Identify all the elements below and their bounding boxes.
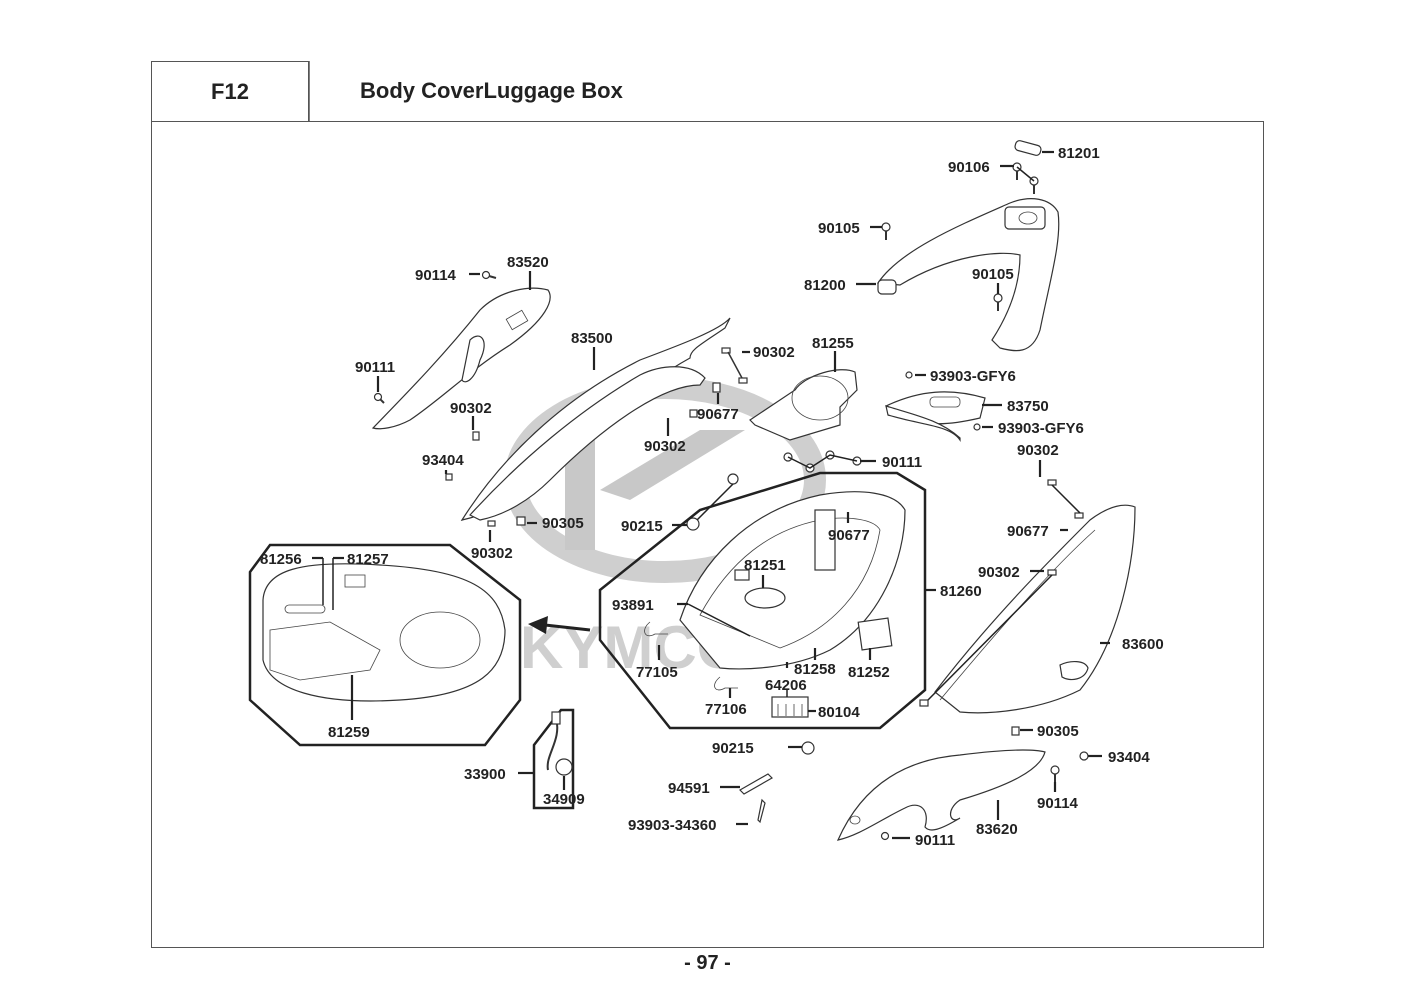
clips-83500 — [445, 347, 748, 527]
callout-94591: 94591 — [668, 780, 710, 797]
callout-81201: 81201 — [1058, 145, 1100, 162]
plate-81255 — [749, 369, 858, 441]
callout-90215-b: 90215 — [712, 740, 754, 757]
callout-34909: 34909 — [543, 791, 585, 808]
page-number: - 97 - — [684, 952, 731, 974]
page-title: Body CoverLuggage Box — [360, 78, 623, 103]
callout-90105-b: 90105 — [972, 266, 1014, 283]
callout-90302-a: 90302 — [753, 344, 795, 361]
callout-93891: 93891 — [612, 597, 654, 614]
callout-77106: 77106 — [705, 701, 747, 718]
side-rail-cover-83520 — [371, 287, 551, 430]
callout-93903-gfy6-b: 93903-GFY6 — [998, 420, 1084, 437]
callout-81259: 81259 — [328, 724, 370, 741]
screws-93903-gfy6 — [905, 371, 981, 431]
seat-inset-outline — [248, 543, 522, 747]
side-cover-83500 — [460, 317, 731, 521]
caps-90215 — [686, 473, 815, 755]
screw-90111-top — [373, 392, 385, 404]
callout-81251: 81251 — [744, 557, 786, 574]
callout-81258: 81258 — [794, 661, 836, 678]
callout-83600: 83600 — [1122, 636, 1164, 653]
callout-93903-gfy6-a: 93903-GFY6 — [930, 368, 1016, 385]
inset-arrow — [528, 616, 591, 634]
tool-94591 — [739, 773, 773, 824]
section-code-cell: F12 — [151, 61, 309, 121]
callout-90111-mid: 90111 — [882, 454, 922, 471]
callout-83500: 83500 — [571, 330, 613, 347]
callout-83750: 83750 — [1007, 398, 1049, 415]
callout-93404-left: 93404 — [422, 452, 464, 469]
seat-underside-81259 — [262, 563, 506, 702]
callout-90302-b: 90302 — [450, 400, 492, 417]
callout-90305-right: 90305 — [1037, 723, 1079, 740]
side-cover-83620 — [836, 749, 1046, 841]
luggage-box-81260 — [644, 491, 906, 718]
tail-cover-83750 — [885, 391, 986, 442]
bolt-90105-b — [993, 293, 1003, 311]
callout-90677-b: 90677 — [1007, 523, 1049, 540]
lamp-harness-33900 — [546, 711, 573, 776]
rear-carrier-part — [876, 198, 1060, 352]
callout-90111-bottom: 90111 — [915, 832, 955, 849]
callout-90105-a: 90105 — [818, 220, 860, 237]
screw-90114-top — [481, 270, 497, 280]
callout-90114-bottom: 90114 — [1037, 795, 1079, 812]
callout-90215-a: 90215 — [621, 518, 663, 535]
callout-81252: 81252 — [848, 664, 890, 681]
callout-80104: 80104 — [818, 704, 860, 721]
callout-33900: 33900 — [464, 766, 506, 783]
callout-90305-left: 90305 — [542, 515, 584, 532]
callout-90677-c: 90677 — [828, 527, 870, 544]
side-cover-83600 — [919, 479, 1136, 714]
callout-90302-d: 90302 — [471, 545, 513, 562]
callout-90111-top: 90111 — [355, 359, 395, 376]
callout-90114-top: 90114 — [415, 267, 457, 284]
callout-93903-34360: 93903-34360 — [628, 817, 716, 834]
carrier-cap-part — [1014, 140, 1042, 156]
callout-81257: 81257 — [347, 551, 389, 568]
callout-labels: 81201 90106 90105 81200 90105 83520 9011… — [260, 145, 1164, 849]
bolt-90105-a — [881, 222, 891, 240]
callout-81200: 81200 — [804, 277, 846, 294]
section-code: F12 — [211, 78, 249, 104]
fasteners-lower — [880, 726, 1089, 841]
diagram-frame — [151, 121, 1264, 948]
callout-90302-f: 90302 — [978, 564, 1020, 581]
callout-90302-c: 90302 — [644, 438, 686, 455]
callout-83620: 83620 — [976, 821, 1018, 838]
callout-81260: 81260 — [940, 583, 982, 600]
callout-90302-e: 90302 — [1017, 442, 1059, 459]
watermark-k-arm — [600, 430, 745, 500]
callout-90677-a: 90677 — [697, 406, 739, 423]
callout-81256: 81256 — [260, 551, 302, 568]
leader-lines — [312, 150, 1110, 840]
callout-81255: 81255 — [812, 335, 854, 352]
callout-64206: 64206 — [765, 677, 807, 694]
callout-83520: 83520 — [507, 254, 549, 271]
callout-77105: 77105 — [636, 664, 678, 681]
callout-93404-right: 93404 — [1108, 749, 1150, 766]
callout-90106: 90106 — [948, 159, 990, 176]
